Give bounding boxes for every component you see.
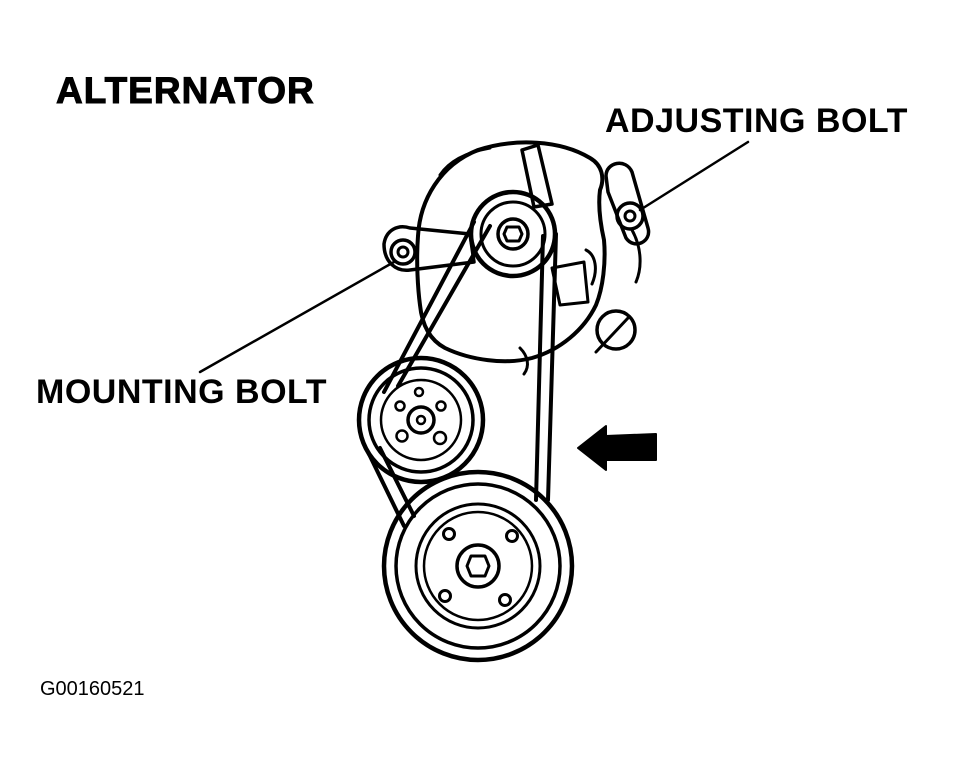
mounting-bolt-icon: [389, 238, 417, 266]
adjusting-bracket: [594, 161, 651, 354]
pivot-boss-icon: [595, 309, 637, 351]
alternator-housing: [415, 140, 607, 376]
crankshaft-pulley: [381, 469, 575, 663]
figure-code: G00160521: [40, 678, 145, 700]
alternator-strap: [520, 143, 554, 209]
idler-pulley: [356, 355, 486, 485]
diagram-title: ALTERNATOR: [56, 70, 315, 111]
mounting-bolt-leader: [198, 260, 396, 374]
mounting-bolt-label: MOUNTING BOLT: [36, 373, 328, 411]
alternator-pulley: [468, 189, 558, 279]
adjusting-bolt-leader: [638, 140, 750, 212]
adjusting-bolt-label: ADJUSTING BOLT: [605, 102, 908, 140]
left-arrow-icon: [577, 425, 657, 471]
adjusting-bolt-icon: [615, 201, 645, 231]
